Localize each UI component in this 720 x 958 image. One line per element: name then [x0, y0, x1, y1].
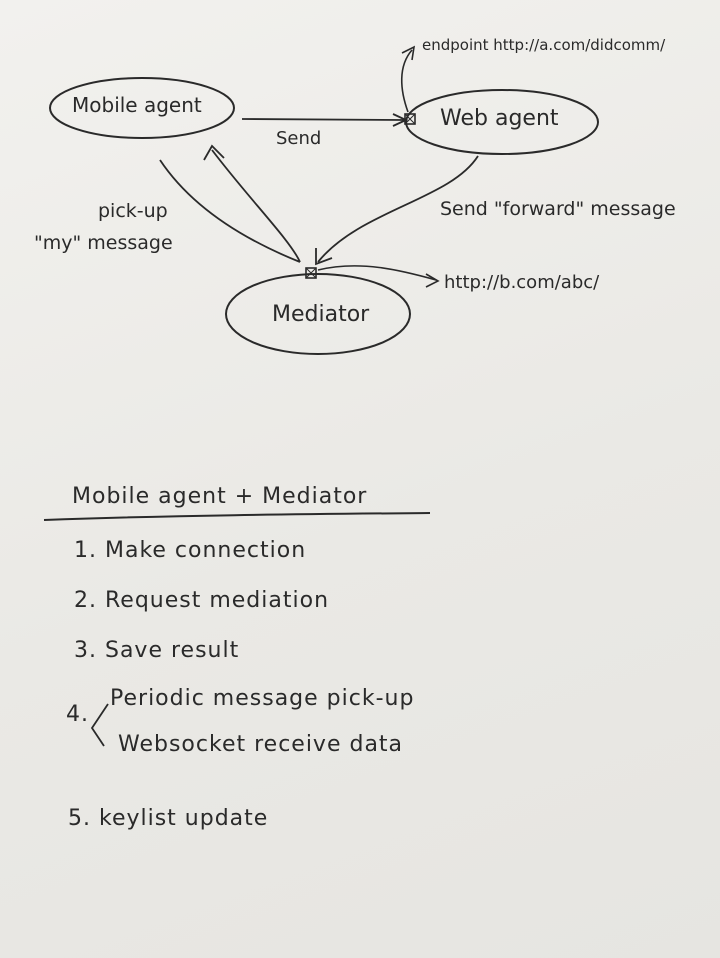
- forward-label: Send "forward" message: [440, 198, 676, 220]
- heading-underline: [43, 512, 431, 521]
- web-agent-endpoint: endpoint http://a.com/didcomm/: [422, 36, 666, 54]
- list-item: 3. Save result: [74, 638, 240, 663]
- mediator-node: [225, 273, 411, 355]
- mediator-endpoint-arrow: [317, 265, 437, 281]
- pickup-label-line1: pick-up: [98, 200, 168, 222]
- list-item: Periodic message pick-up: [110, 686, 415, 711]
- web-agent-node: [405, 89, 599, 155]
- mobile-agent-node: [49, 77, 235, 139]
- pickup-arrow: [159, 149, 301, 263]
- send-arrowhead: [392, 113, 409, 127]
- pickup-label-line2: "my" message: [34, 232, 173, 254]
- mobile-agent-label: Mobile agent: [72, 93, 202, 117]
- send-label: Send: [276, 128, 322, 149]
- list-item: Websocket receive data: [118, 732, 404, 757]
- forward-arrow: [317, 155, 479, 263]
- web-agent-label: Web agent: [440, 106, 559, 131]
- list-item: 5. keylist update: [68, 806, 269, 831]
- list-item-number: 4.: [66, 702, 89, 727]
- send-arrow: [241, 118, 406, 121]
- item4-bracket: [90, 703, 109, 747]
- list-item: 2. Request mediation: [74, 588, 330, 613]
- mediator-endpoint: http://b.com/abc/: [444, 272, 600, 293]
- mediator-label: Mediator: [272, 302, 370, 327]
- mediator-port: [305, 267, 317, 279]
- web-agent-port: [404, 113, 416, 125]
- web-endpoint-arrow: [400, 49, 413, 113]
- notes-heading: Mobile agent + Mediator: [72, 484, 368, 509]
- list-item: 1. Make connection: [74, 538, 307, 563]
